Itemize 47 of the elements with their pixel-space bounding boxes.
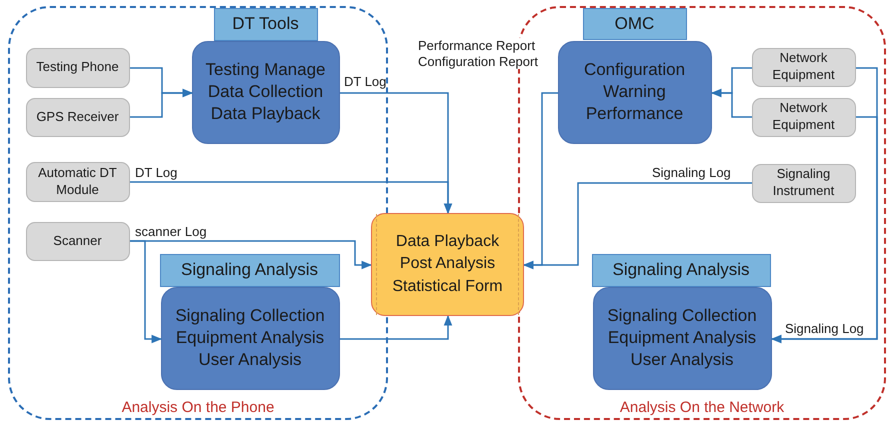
edge-label: DT Log: [344, 74, 386, 90]
section-header: [592, 254, 770, 286]
node-label: Network Equipment: [771, 100, 836, 134]
process-box: [558, 40, 712, 144]
device-box: [752, 48, 856, 86]
device-box: [752, 164, 856, 202]
node-label: Testing Manage Data Collection Data Playback: [204, 58, 327, 126]
device-box: [26, 48, 130, 88]
node-label: Signaling Analysis: [180, 260, 318, 280]
analysis-box: [371, 213, 524, 316]
edge-label: Signaling Log: [652, 165, 731, 181]
process-box: [192, 40, 340, 144]
arrow: [340, 314, 452, 340]
node-label: Automatic DT Module: [37, 164, 118, 198]
process-box: [160, 286, 340, 390]
node-label: Testing Phone: [36, 59, 119, 76]
device-box: [26, 222, 130, 260]
node-label: Analysis On the Phone: [122, 399, 274, 416]
arrow: [130, 88, 194, 118]
arrow: [130, 181, 452, 214]
device-box: [26, 98, 130, 136]
node-label: Signaling Analysis: [612, 260, 750, 280]
node-label: DT Tools: [232, 14, 299, 34]
section-header: [582, 8, 686, 40]
edge-label: Signaling Log: [785, 321, 864, 337]
process-box: [592, 286, 772, 390]
analysis-region: [8, 6, 388, 420]
arrow: [522, 182, 752, 270]
arrow: [770, 116, 878, 344]
node-label: Analysis On the Network: [620, 399, 784, 416]
node-label: GPS Receiver: [36, 108, 119, 126]
node-label: Scanner: [53, 232, 102, 250]
arrow: [130, 240, 162, 344]
node-label: Signaling Instrument: [772, 166, 836, 200]
section-header: [160, 254, 340, 286]
device-box: [26, 162, 130, 202]
node-label: Data Playback Post Analysis Statistical Form: [391, 232, 504, 297]
edge-label: DT Log: [135, 165, 178, 181]
node-label: Configuration Warning Performance: [582, 58, 686, 126]
node-label: Signaling Collection Equipment Analysis User Analysis: [606, 304, 758, 372]
edge-label: scanner Log: [135, 224, 207, 240]
device-box: [752, 98, 856, 136]
section-header: [214, 8, 318, 40]
node-label: OMC: [614, 14, 654, 34]
node-label: Signaling Collection Equipment Analysis User Analysis: [174, 304, 326, 372]
arrow: [710, 88, 752, 118]
node-label: Network Equipment: [771, 50, 836, 84]
